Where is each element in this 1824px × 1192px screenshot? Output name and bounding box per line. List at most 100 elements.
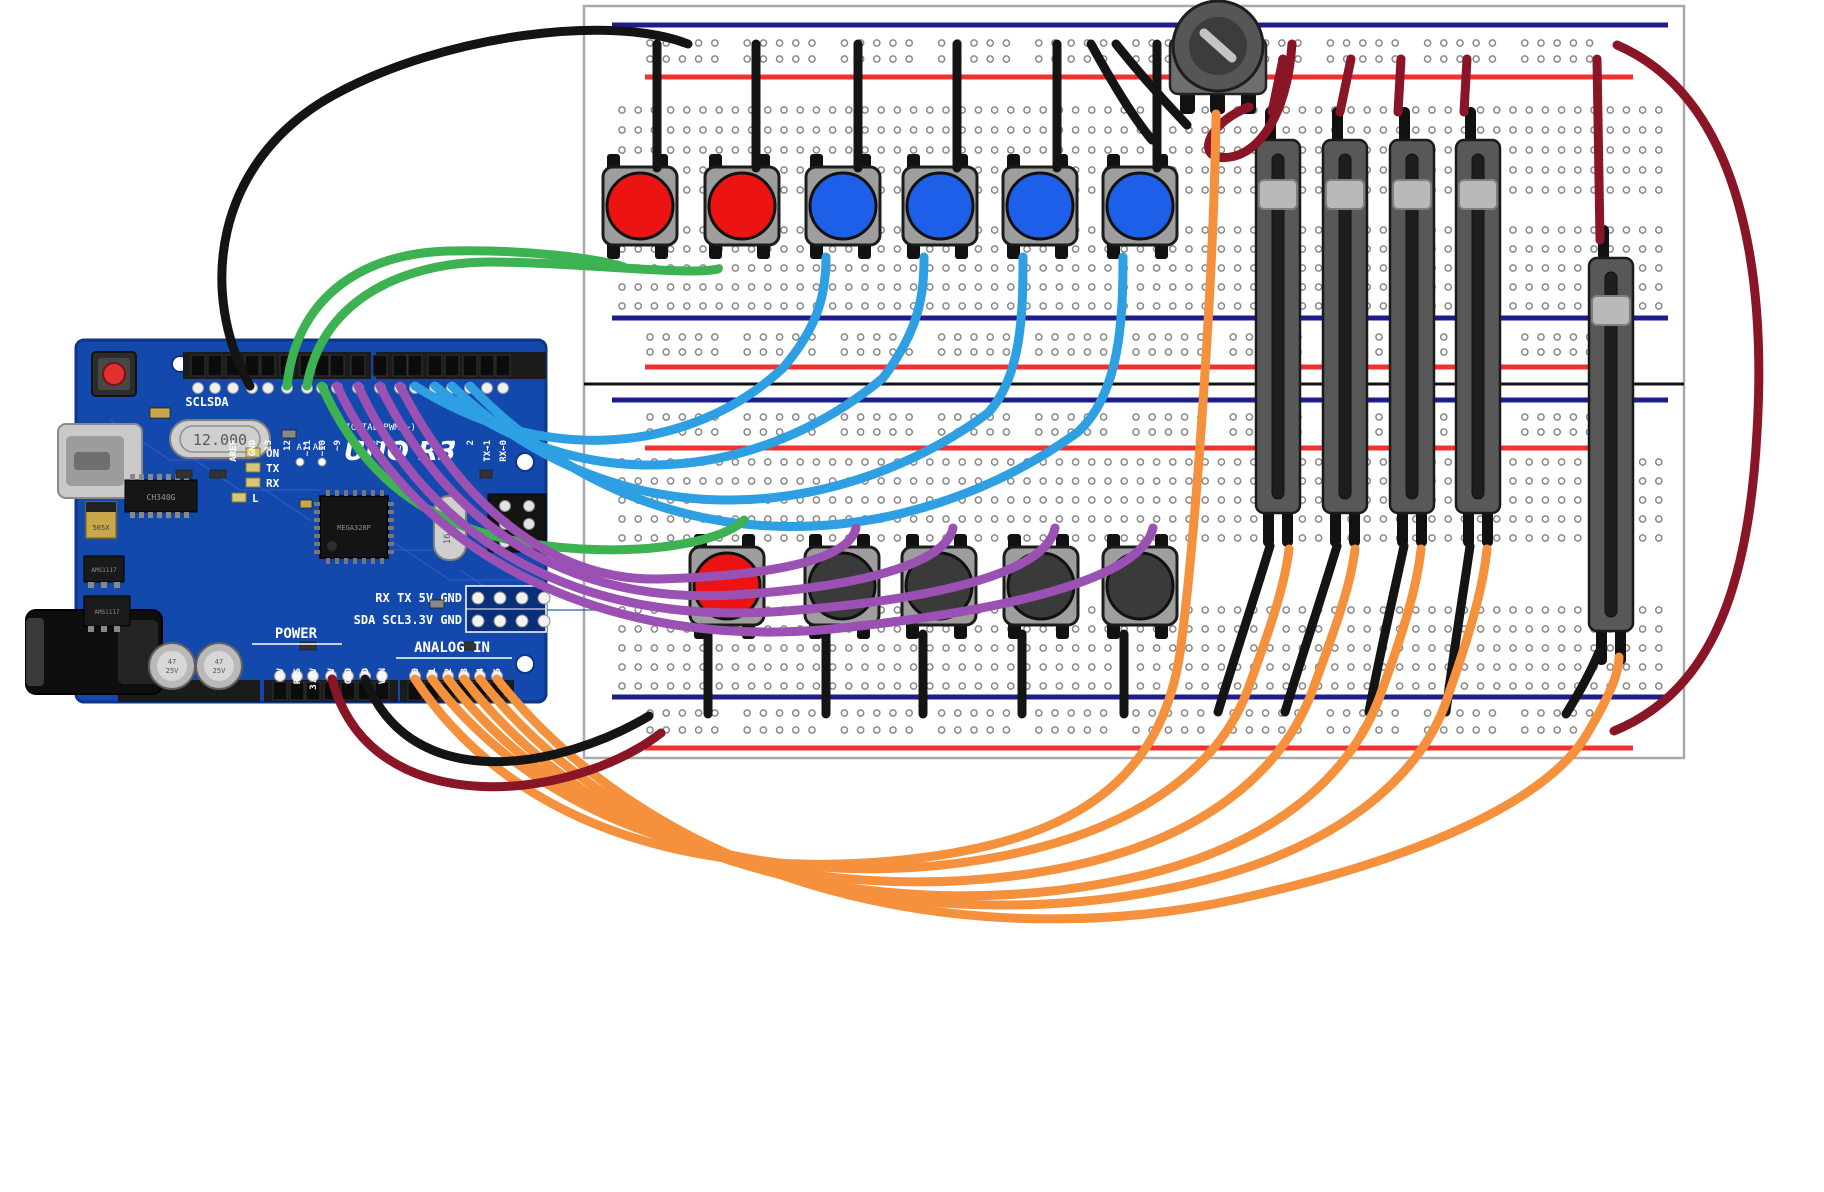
push-button-red[interactable] [601, 154, 679, 259]
components [601, 0, 1635, 665]
pin-pad [295, 457, 305, 467]
usb-connector [57, 423, 143, 499]
rotary-potentiometer[interactable] [1168, 0, 1268, 114]
header-pin-socket [462, 354, 478, 377]
wire-slider2-gnd[interactable] [1280, 541, 1342, 717]
wire-gnd-bottom-rail[interactable] [360, 674, 654, 767]
push-button-blue[interactable] [1101, 154, 1179, 259]
slide-potentiometer[interactable] [1254, 107, 1302, 547]
pin-label-5V: 5V [327, 667, 337, 678]
power-rail-line-blue [612, 315, 1668, 321]
wire-rail-slider2-5v[interactable] [1335, 54, 1356, 117]
button-cap[interactable] [905, 171, 975, 241]
slider-handle[interactable] [1591, 295, 1631, 326]
pin-label-~10: ~10 [318, 440, 328, 456]
wire-d12-green-btn1[interactable] [282, 246, 629, 391]
label-power: POWER [275, 626, 318, 642]
pin-label-A0: A0 [411, 668, 421, 679]
pin-label-A1: A1 [428, 668, 438, 679]
pin-label-3.3V: 3.3V [309, 667, 319, 689]
pot-screw-slot[interactable] [1199, 28, 1237, 63]
wire-a3-orange-s3[interactable] [459, 544, 1426, 901]
smd-component [461, 641, 477, 651]
svg-text:AMS1117: AMS1117 [91, 567, 117, 574]
wire-rail-slider4-5v[interactable] [1459, 54, 1472, 117]
button-cap[interactable] [1005, 171, 1075, 241]
pin-pad[interactable] [209, 382, 221, 394]
wire-rail-slider5-5v[interactable] [1592, 54, 1605, 245]
io-pad-grid[interactable] [465, 585, 551, 633]
wire-slider1-gnd[interactable] [1213, 541, 1275, 717]
push-button-blue[interactable] [1001, 154, 1079, 259]
pin-label-RX←0: RX←0 [499, 440, 509, 462]
pin-pad[interactable] [227, 382, 239, 394]
push-button-blue[interactable] [901, 154, 979, 259]
pin-label-A2: A2 [444, 668, 454, 679]
crystal-12mhz: 12.000 [169, 419, 271, 459]
pin-label-~9: ~9 [333, 440, 343, 451]
button-cap[interactable] [707, 171, 777, 241]
header-pin-socket [427, 354, 443, 377]
pin-pad[interactable] [481, 382, 493, 394]
slide-potentiometer[interactable] [1321, 107, 1369, 547]
push-button-red[interactable] [703, 154, 781, 259]
label-io-row1: RX TX 5V GND [375, 591, 462, 605]
smd-component [149, 407, 171, 419]
push-button-dark[interactable] [1101, 534, 1179, 639]
wire-d6-purple-bbtn2[interactable] [395, 381, 861, 584]
header-pin-socket [207, 354, 223, 377]
push-button-blue[interactable] [804, 154, 882, 259]
reset-button[interactable] [91, 351, 137, 397]
smd-component [429, 599, 445, 609]
pcb-trace [179, 449, 320, 491]
slider-handle[interactable] [1325, 179, 1365, 210]
pin-pad[interactable] [376, 670, 388, 682]
pin-pad[interactable] [274, 670, 286, 682]
wire-d7-purple-bbtn3[interactable] [375, 381, 958, 601]
wire-pot-gnd-2[interactable] [1111, 39, 1192, 130]
button-cap[interactable] [1105, 171, 1175, 241]
wire-rail-slider3-5v[interactable] [1393, 54, 1406, 117]
smd-component [175, 469, 193, 479]
wire-a0-orange-pot[interactable] [410, 109, 1221, 869]
label-io-row2: SDA SCL3.3V GND [354, 613, 462, 627]
wire-slider5-gnd[interactable] [1561, 647, 1604, 719]
wire-slider3-gnd[interactable] [1364, 541, 1409, 717]
wire-rail-slider1-5v[interactable] [1267, 54, 1288, 117]
svg-text:47: 47 [215, 658, 223, 666]
wire-a5-orange-s5[interactable] [492, 652, 1624, 924]
slide-potentiometer[interactable] [1388, 107, 1436, 547]
push-button-red[interactable] [688, 534, 766, 639]
slide-potentiometer[interactable] [1587, 225, 1635, 665]
led-label: RX [266, 477, 280, 490]
smd-component [479, 469, 493, 479]
svg-text:AMS1117: AMS1117 [94, 609, 120, 616]
board-divider [584, 382, 1684, 386]
smd-component [299, 499, 313, 509]
slider-handle[interactable] [1258, 179, 1298, 210]
pin-pad[interactable] [192, 382, 204, 394]
wire-d9-purple-bbtn5[interactable] [332, 381, 1158, 637]
pin-pad[interactable] [342, 670, 354, 682]
wire-rail-bridge-edge[interactable] [1609, 40, 1764, 736]
slide-potentiometer[interactable] [1454, 107, 1502, 547]
wire-gnd-top-rail[interactable] [217, 25, 693, 391]
usb-serial-chip: CH340G [124, 474, 198, 518]
button-cap[interactable] [808, 171, 878, 241]
pin-pad[interactable] [307, 670, 319, 682]
pin-label-~3: ~3 [448, 440, 458, 451]
wire-pot-gnd-1[interactable] [1086, 39, 1157, 145]
wire-d2-blue-btn6[interactable] [465, 252, 1128, 531]
slider-handle[interactable] [1392, 179, 1432, 210]
wire-d11-green-btn2[interactable] [302, 257, 723, 391]
slider-handle[interactable] [1458, 179, 1498, 210]
led-label: TX [266, 462, 280, 475]
pin-pad[interactable] [291, 670, 303, 682]
pin-label-VIN: VIN [378, 668, 388, 684]
pin-pad[interactable] [497, 382, 509, 394]
wire-d8-purple-bbtn4[interactable] [353, 381, 1060, 618]
button-cap[interactable] [605, 171, 675, 241]
wire-5v-bottom-rail[interactable] [327, 674, 666, 792]
pin-pad[interactable] [262, 382, 274, 394]
